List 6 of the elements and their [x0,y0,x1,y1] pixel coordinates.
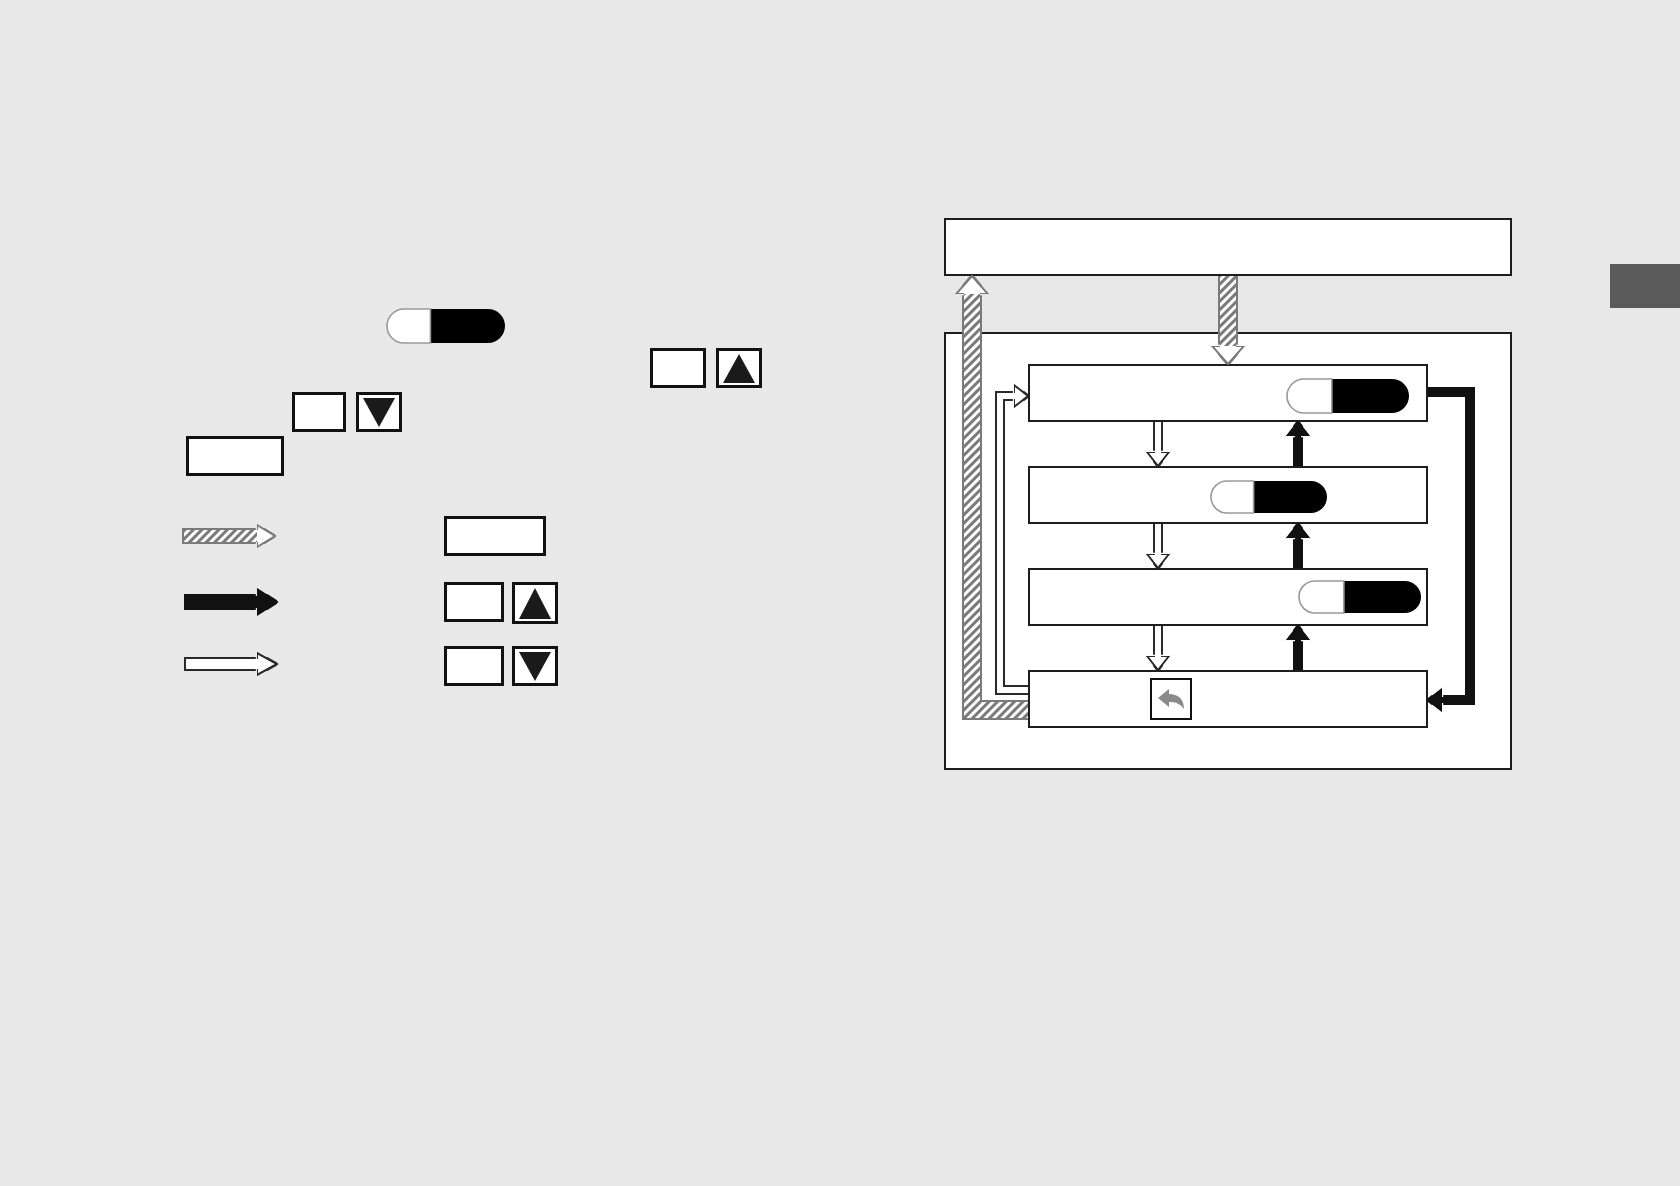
header-box [944,218,1512,276]
menu-screen-box [1028,568,1428,626]
display-panel [944,332,1512,770]
menu-screen-box [1028,466,1428,524]
menu-screen-box [1028,670,1428,728]
menu-screen-box [1028,364,1428,422]
